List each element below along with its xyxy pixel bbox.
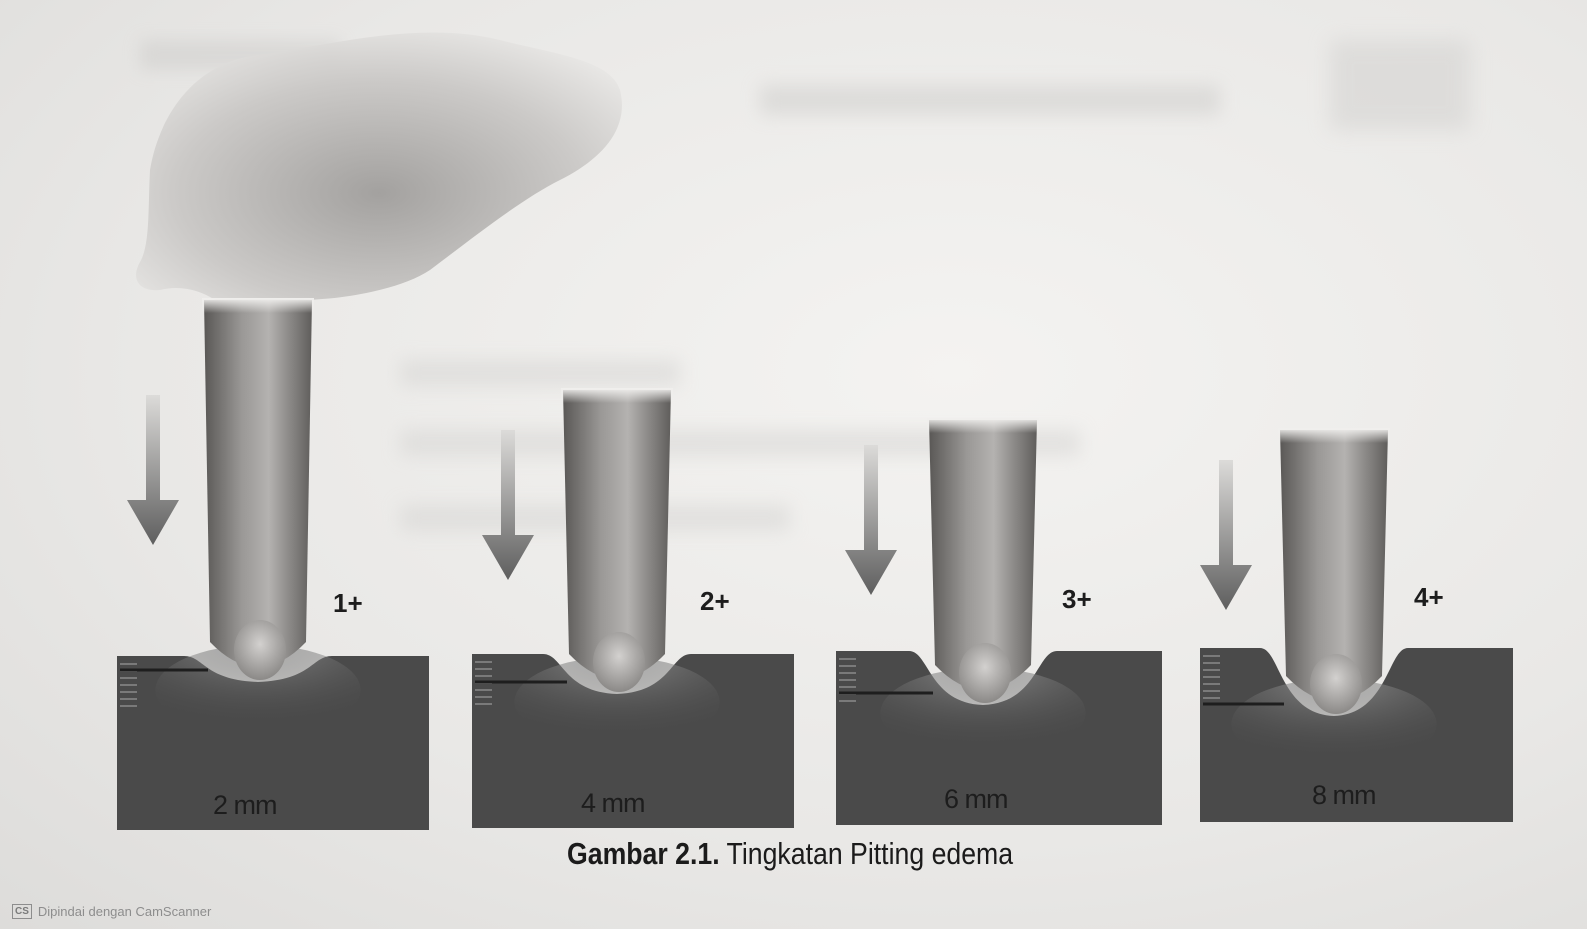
pressing-hand — [136, 32, 622, 300]
finger-fade — [1278, 428, 1390, 488]
depth-label-2: 4 mm — [581, 788, 645, 819]
down-arrow — [1200, 460, 1252, 610]
grade-label-3: 3+ — [1062, 584, 1092, 615]
depth-label-4: 8 mm — [1312, 780, 1376, 811]
depth-label-1: 2 mm — [213, 790, 277, 821]
grade-label-1: 1+ — [333, 588, 363, 619]
stage-4 — [1200, 428, 1513, 822]
down-arrow — [127, 395, 179, 545]
watermark-text: Dipindai dengan CamScanner — [38, 904, 211, 919]
finger-fade — [202, 298, 314, 358]
scanner-watermark: CS Dipindai dengan CamScanner — [12, 904, 211, 919]
stage-3 — [836, 418, 1162, 825]
finger-fade — [927, 418, 1039, 478]
fingernail — [593, 632, 645, 692]
down-arrow — [845, 445, 897, 595]
camscanner-logo: CS — [12, 904, 32, 919]
grade-label-4: 4+ — [1414, 582, 1444, 613]
fingernail — [959, 643, 1011, 703]
caption-number: Gambar 2.1. — [567, 836, 720, 871]
caption-text: Tingkatan Pitting edema — [720, 836, 1013, 871]
fingernail — [1310, 654, 1362, 714]
figure-caption: Gambar 2.1. Tingkatan Pitting edema — [567, 836, 1013, 872]
finger-fade — [561, 388, 673, 448]
depth-label-3: 6 mm — [944, 784, 1008, 815]
stage-2 — [472, 388, 794, 828]
down-arrow — [482, 430, 534, 580]
fingernail — [234, 620, 286, 680]
stage-1 — [117, 298, 429, 830]
grade-label-2: 2+ — [700, 586, 730, 617]
